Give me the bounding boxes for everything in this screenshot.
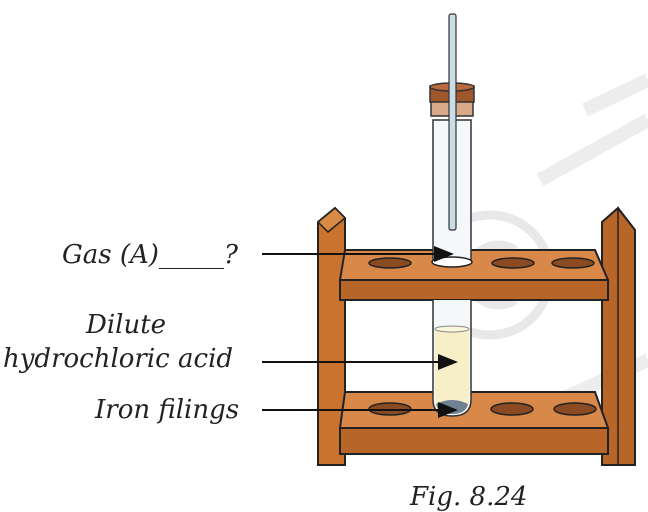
rack-hole — [553, 402, 597, 416]
rack-hole — [490, 402, 534, 416]
delivery-glass-rod — [448, 13, 457, 231]
rack-hole — [491, 257, 535, 269]
label-acid: hydrochloric acid — [3, 344, 233, 374]
rack-hole — [368, 257, 412, 269]
label-iron: Iron filings — [94, 395, 239, 425]
rack-top-shelf — [338, 249, 610, 301]
dilute-acid-liquid — [435, 330, 469, 414]
rack-bottom-shelf — [338, 391, 610, 455]
rack-left-post — [316, 206, 347, 466]
figure-caption: Fig. 8.24 — [409, 482, 527, 512]
rack-hole — [551, 257, 595, 269]
label-gas: Gas (A)_____? — [62, 240, 239, 270]
label-dilute: Dilute — [85, 310, 166, 340]
